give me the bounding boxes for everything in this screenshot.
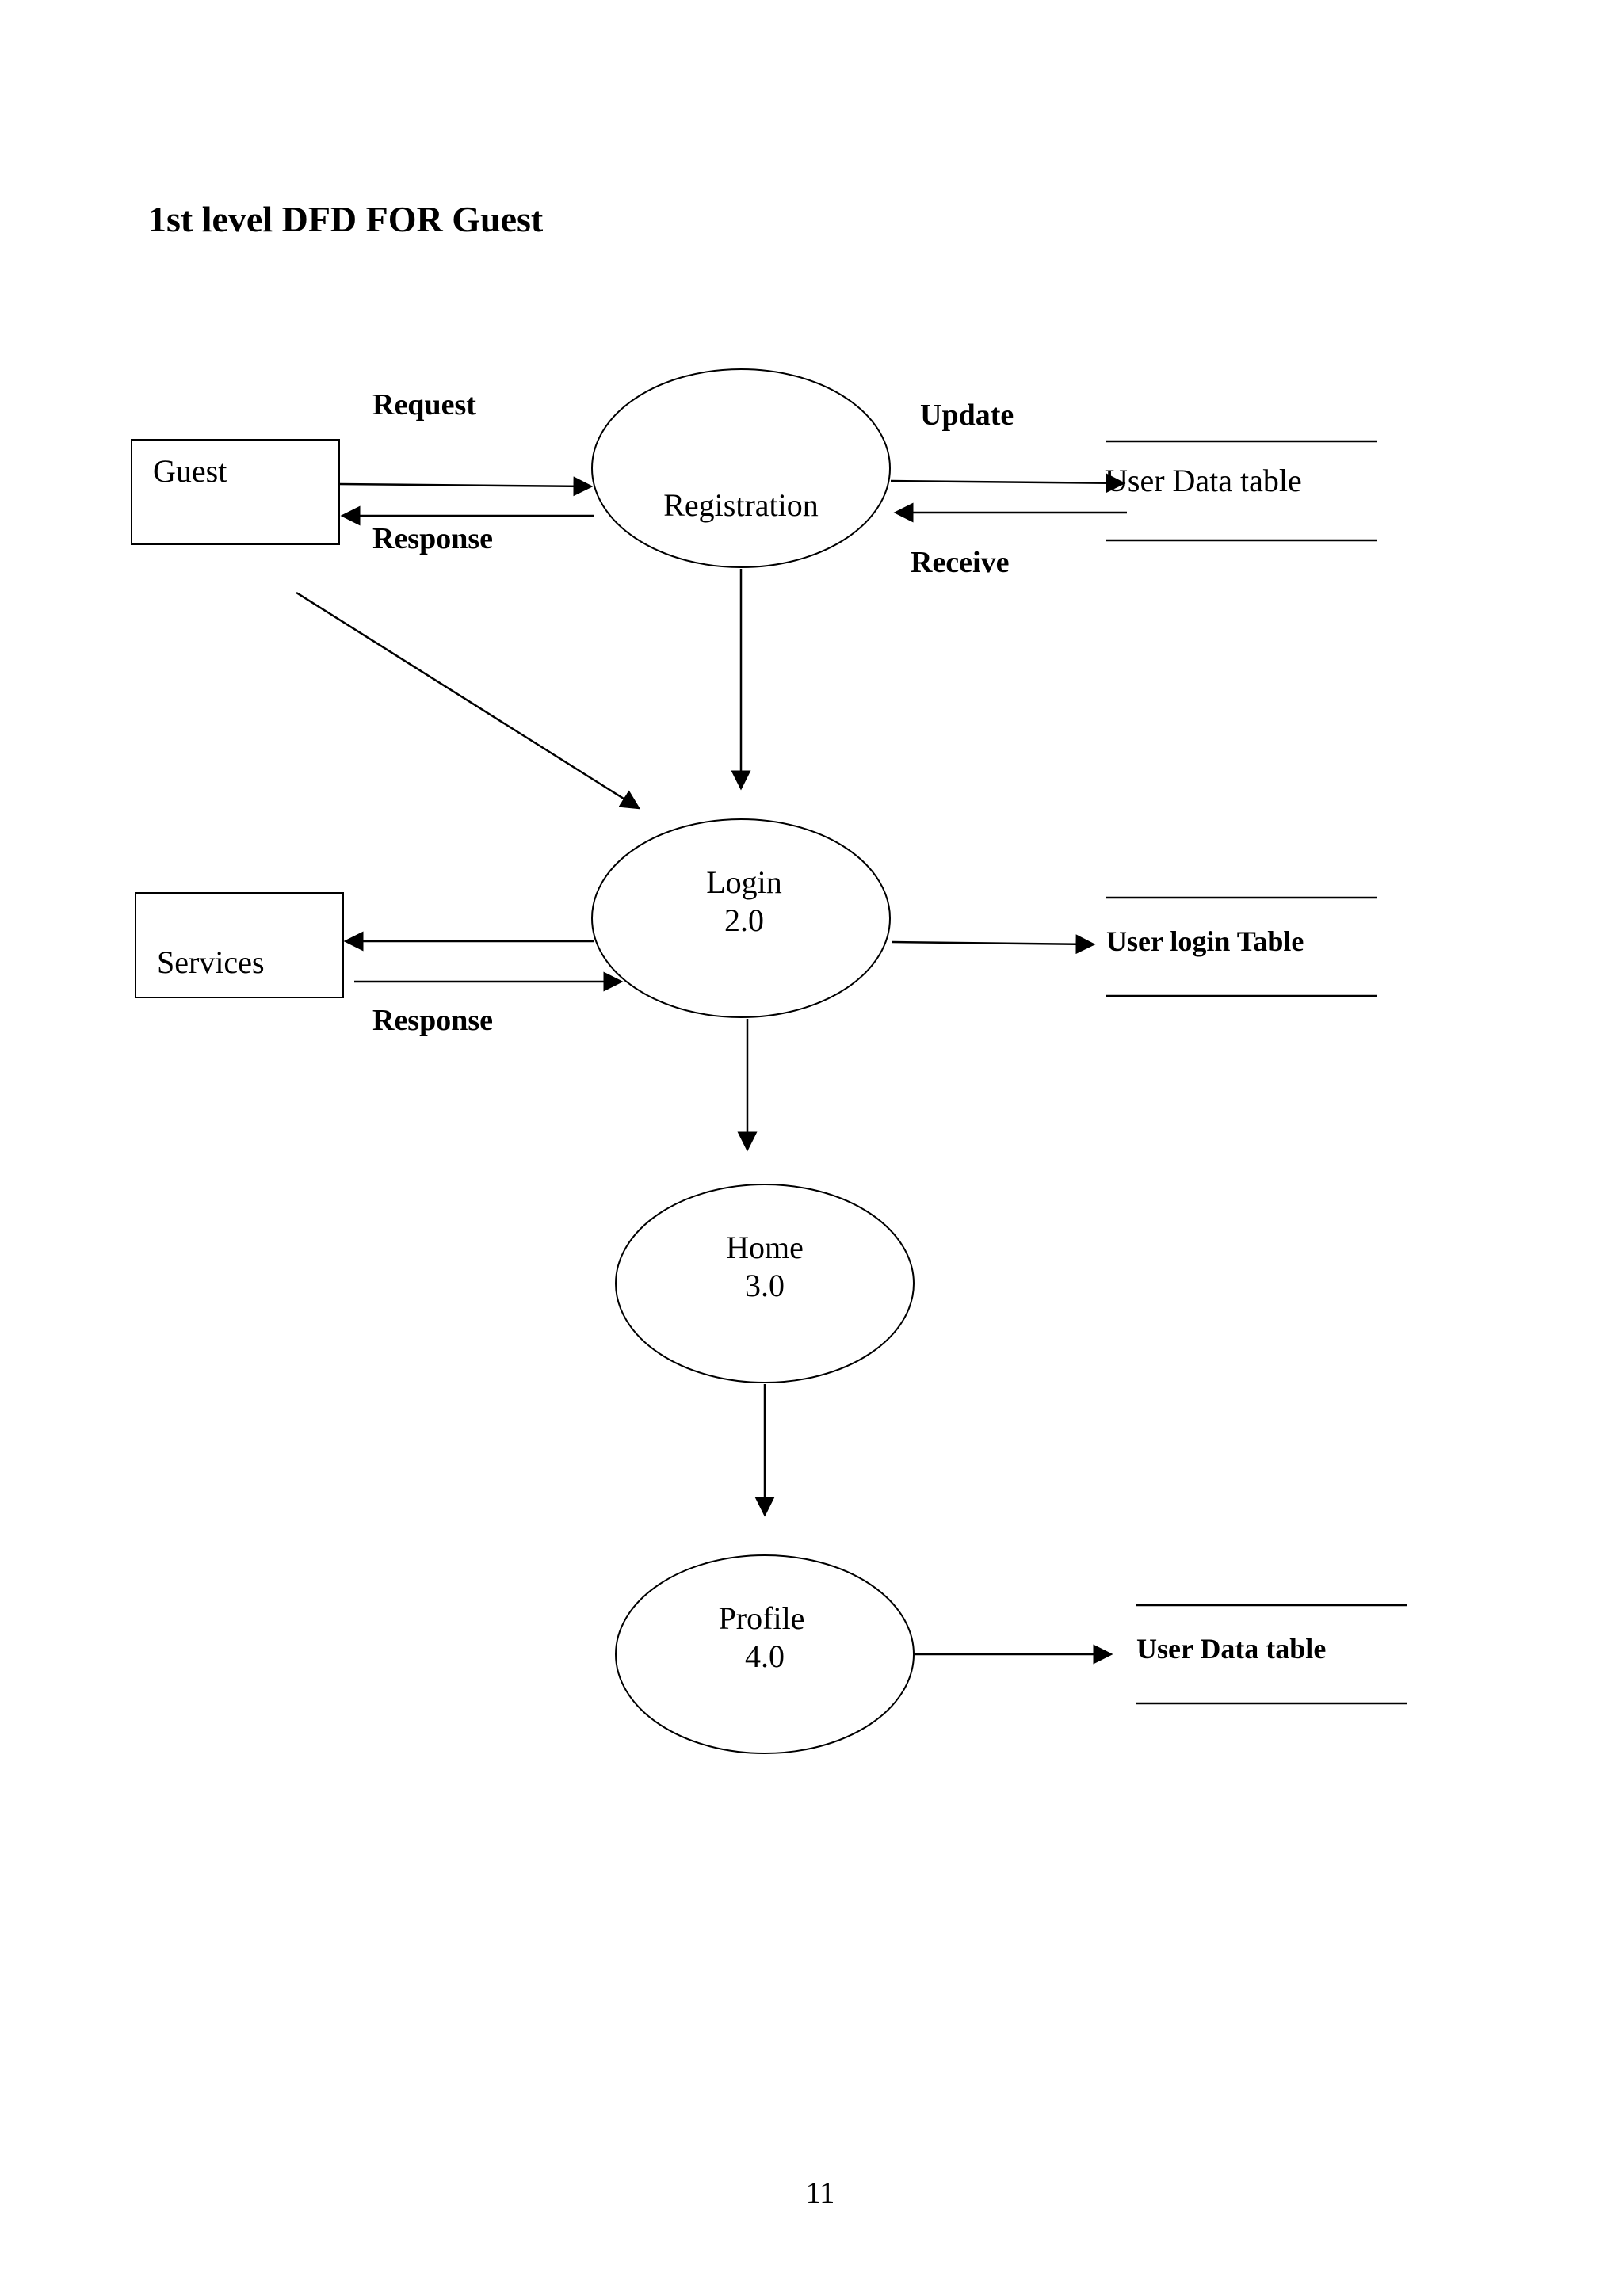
response-label-services: Response xyxy=(372,1004,493,1037)
profile-process: Profile 4.0 xyxy=(615,1554,915,1754)
response-label-guest: Response xyxy=(372,522,493,555)
user-login-table-label: User login Table xyxy=(1106,925,1304,957)
update-arrow xyxy=(890,473,1126,494)
page-title: 1st level DFD FOR Guest xyxy=(148,199,544,239)
user-data-table-store-bottom: User Data table xyxy=(1136,1604,1407,1705)
services-entity: Services xyxy=(135,892,344,998)
login-label: Login xyxy=(706,864,782,900)
profile-number: 4.0 xyxy=(745,1638,785,1674)
home-process: Home 3.0 xyxy=(615,1184,915,1383)
login-process: Login 2.0 xyxy=(591,818,891,1018)
guest-to-login-arrow xyxy=(296,591,641,810)
update-label: Update xyxy=(920,399,1014,432)
user-data-table-store-top: User Data table xyxy=(1105,440,1377,542)
home-number: 3.0 xyxy=(745,1268,785,1303)
receive-label: Receive xyxy=(911,546,1009,579)
page-number: 11 xyxy=(806,2176,835,2210)
login-to-user-login-table-arrow xyxy=(892,934,1096,955)
registration-process: Registration xyxy=(591,368,891,568)
guest-entity: Guest xyxy=(131,439,340,545)
home-label: Home xyxy=(726,1230,804,1265)
profile-label: Profile xyxy=(719,1600,805,1636)
request-label: Request xyxy=(372,388,476,421)
login-number: 2.0 xyxy=(724,902,764,938)
user-login-table-store: User login Table xyxy=(1106,896,1377,997)
user-data-table-top-label: User Data table xyxy=(1105,463,1302,498)
guest-label: Guest xyxy=(153,453,227,489)
request-arrow xyxy=(338,476,594,497)
user-data-table-bottom-label: User Data table xyxy=(1136,1633,1326,1665)
registration-label: Registration xyxy=(663,487,819,523)
services-label: Services xyxy=(157,944,265,980)
